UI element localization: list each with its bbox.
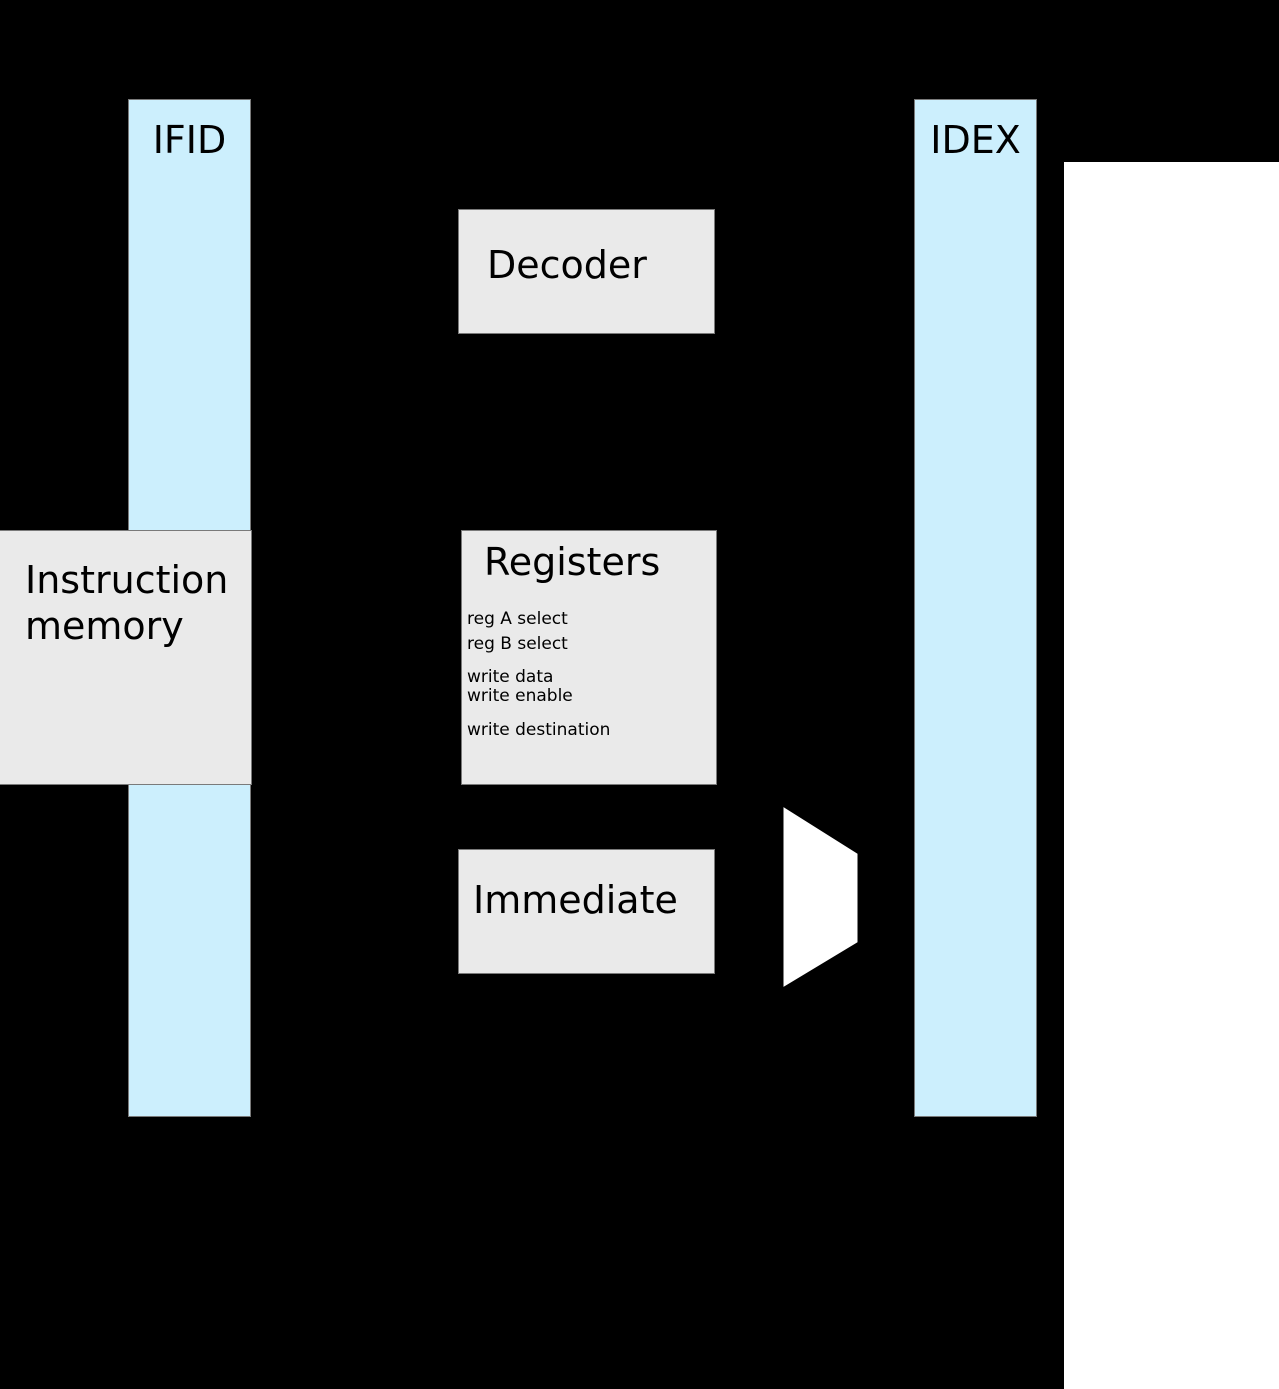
pipeline-register-idex-label: IDEX xyxy=(930,118,1021,162)
registers-title: Registers xyxy=(484,540,661,584)
registers-port-reg-a-select: reg A select xyxy=(467,609,568,629)
instruction-memory-box[interactable]: Instruction memory xyxy=(0,530,252,785)
pipeline-register-idex[interactable]: IDEX xyxy=(914,99,1037,1117)
immediate-title: Immediate xyxy=(473,878,678,922)
pipeline-register-ifid-label: IFID xyxy=(152,118,227,162)
immediate-box[interactable]: Immediate xyxy=(458,849,715,974)
registers-port-reg-b-select: reg B select xyxy=(467,634,568,654)
operand-mux[interactable] xyxy=(782,806,860,988)
registers-port-write-enable: write enable xyxy=(467,686,573,706)
registers-port-list: reg A select reg B select write data wri… xyxy=(467,611,707,739)
decoder-box[interactable]: Decoder xyxy=(458,209,715,334)
registers-box[interactable]: Registers reg A select reg B select writ… xyxy=(461,530,717,785)
instruction-memory-title: Instruction memory xyxy=(25,558,229,649)
registers-port-write-data: write data xyxy=(467,667,554,687)
operand-mux-shape xyxy=(783,807,858,987)
decoder-title: Decoder xyxy=(487,243,647,287)
right-white-panel xyxy=(1064,162,1279,1389)
registers-port-write-destination: write destination xyxy=(467,720,611,740)
